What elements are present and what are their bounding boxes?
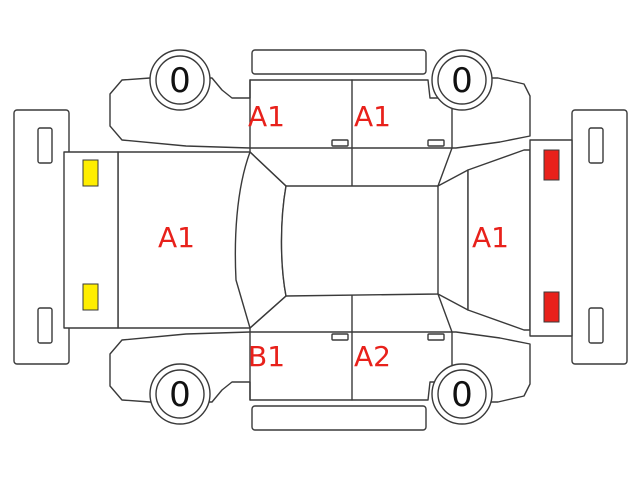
tire-front-left-value: 0 (169, 61, 191, 101)
right-side-skirt (251, 405, 427, 431)
code-trunk: A1 (472, 221, 509, 254)
front-bumper (13, 109, 70, 365)
taillight-right (543, 291, 560, 323)
code-rear-left-door: A1 (354, 100, 391, 133)
left-side-body (109, 77, 531, 187)
rear-bumper (571, 109, 628, 365)
headlight-right (82, 283, 99, 311)
code-front-right-door: B1 (248, 340, 285, 373)
cabin-top (234, 147, 469, 333)
left-side-skirt (251, 49, 427, 75)
code-front-left-door: A1 (248, 100, 285, 133)
headlight-left (82, 159, 99, 187)
tire-front-left: 0 (149, 49, 211, 111)
handle-rear-left (427, 139, 445, 147)
code-hood: A1 (158, 221, 195, 254)
taillight-left (543, 149, 560, 181)
handle-rear-right (427, 333, 445, 341)
tire-front-right-value: 0 (169, 375, 191, 415)
code-rear-right-door: A2 (354, 340, 391, 373)
tire-rear-right-value: 0 (451, 375, 473, 415)
tire-front-right: 0 (149, 363, 211, 425)
tire-rear-left: 0 (431, 49, 493, 111)
tire-rear-left-value: 0 (451, 61, 473, 101)
tire-rear-right: 0 (431, 363, 493, 425)
hood-panel (63, 151, 251, 329)
handle-front-right (331, 333, 349, 341)
handle-front-left (331, 139, 349, 147)
